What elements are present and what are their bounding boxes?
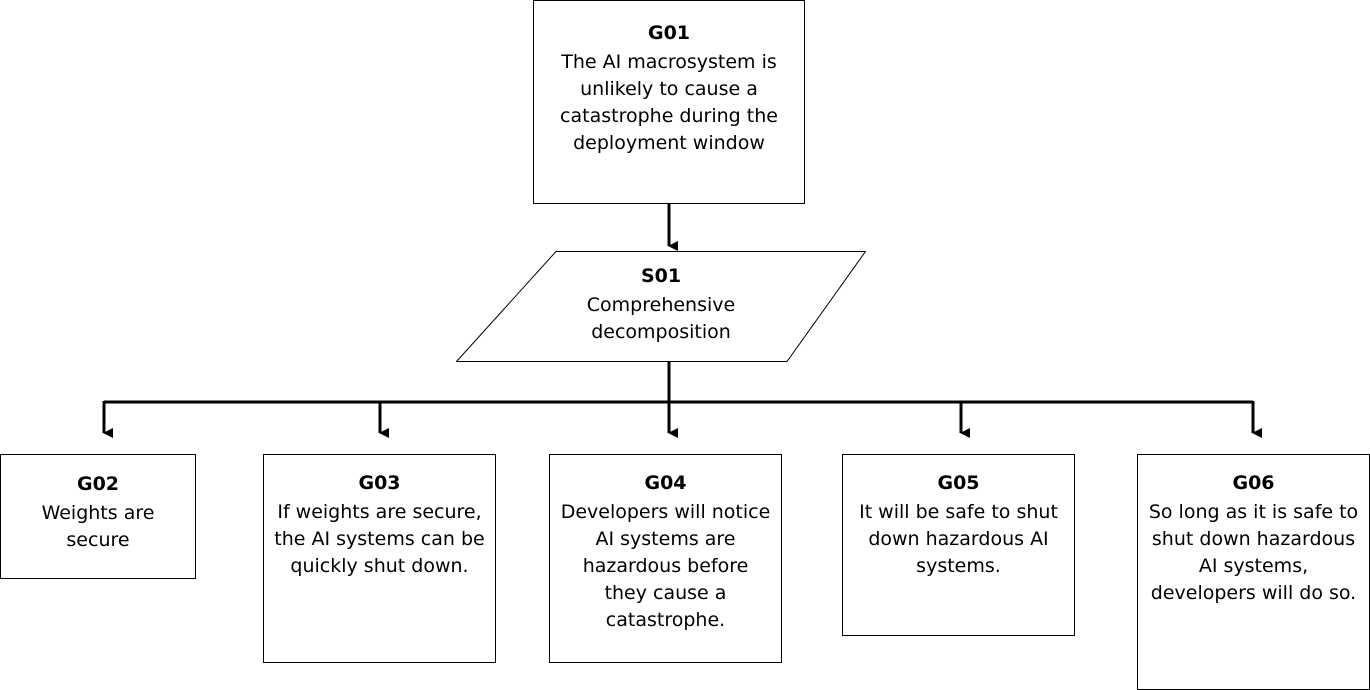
strategy-text: Comprehensive decomposition: [586, 294, 736, 343]
goal-text: Weights are secure: [41, 502, 155, 551]
strategy-node-s01: S01 Comprehensive decomposition: [456, 251, 866, 362]
goal-id: G05: [937, 472, 980, 494]
goal-node-g01: G01 The AI macrosystem is unlikely to ca…: [533, 0, 805, 204]
goal-id: G02: [76, 473, 120, 495]
goal-text: If weights are secure, the AI systems ca…: [274, 501, 485, 577]
goal-node-g04: G04 Developers will notice AI systems ar…: [549, 454, 782, 663]
goal-node-g06: G06 So long as it is safe to shut down h…: [1137, 454, 1370, 690]
goal-id: G04: [644, 472, 687, 494]
goal-node-g03: G03 If weights are secure, the AI system…: [263, 454, 496, 663]
goal-id: G06: [1232, 472, 1275, 494]
goal-text: So long as it is safe to shut down hazar…: [1148, 501, 1359, 604]
goal-id: G01: [647, 22, 691, 44]
parallelogram-shape: [456, 251, 866, 362]
goal-text: Developers will notice AI systems are ha…: [560, 501, 771, 631]
goal-text: It will be safe to shut down hazardous A…: [859, 501, 1058, 577]
goal-id: G03: [358, 472, 401, 494]
goal-text: The AI macrosystem is unlikely to cause …: [560, 51, 778, 154]
goal-node-g05: G05 It will be safe to shut down hazardo…: [842, 454, 1075, 636]
strategy-id: S01: [640, 265, 682, 287]
goal-node-g02: G02 Weights are secure: [0, 454, 196, 579]
